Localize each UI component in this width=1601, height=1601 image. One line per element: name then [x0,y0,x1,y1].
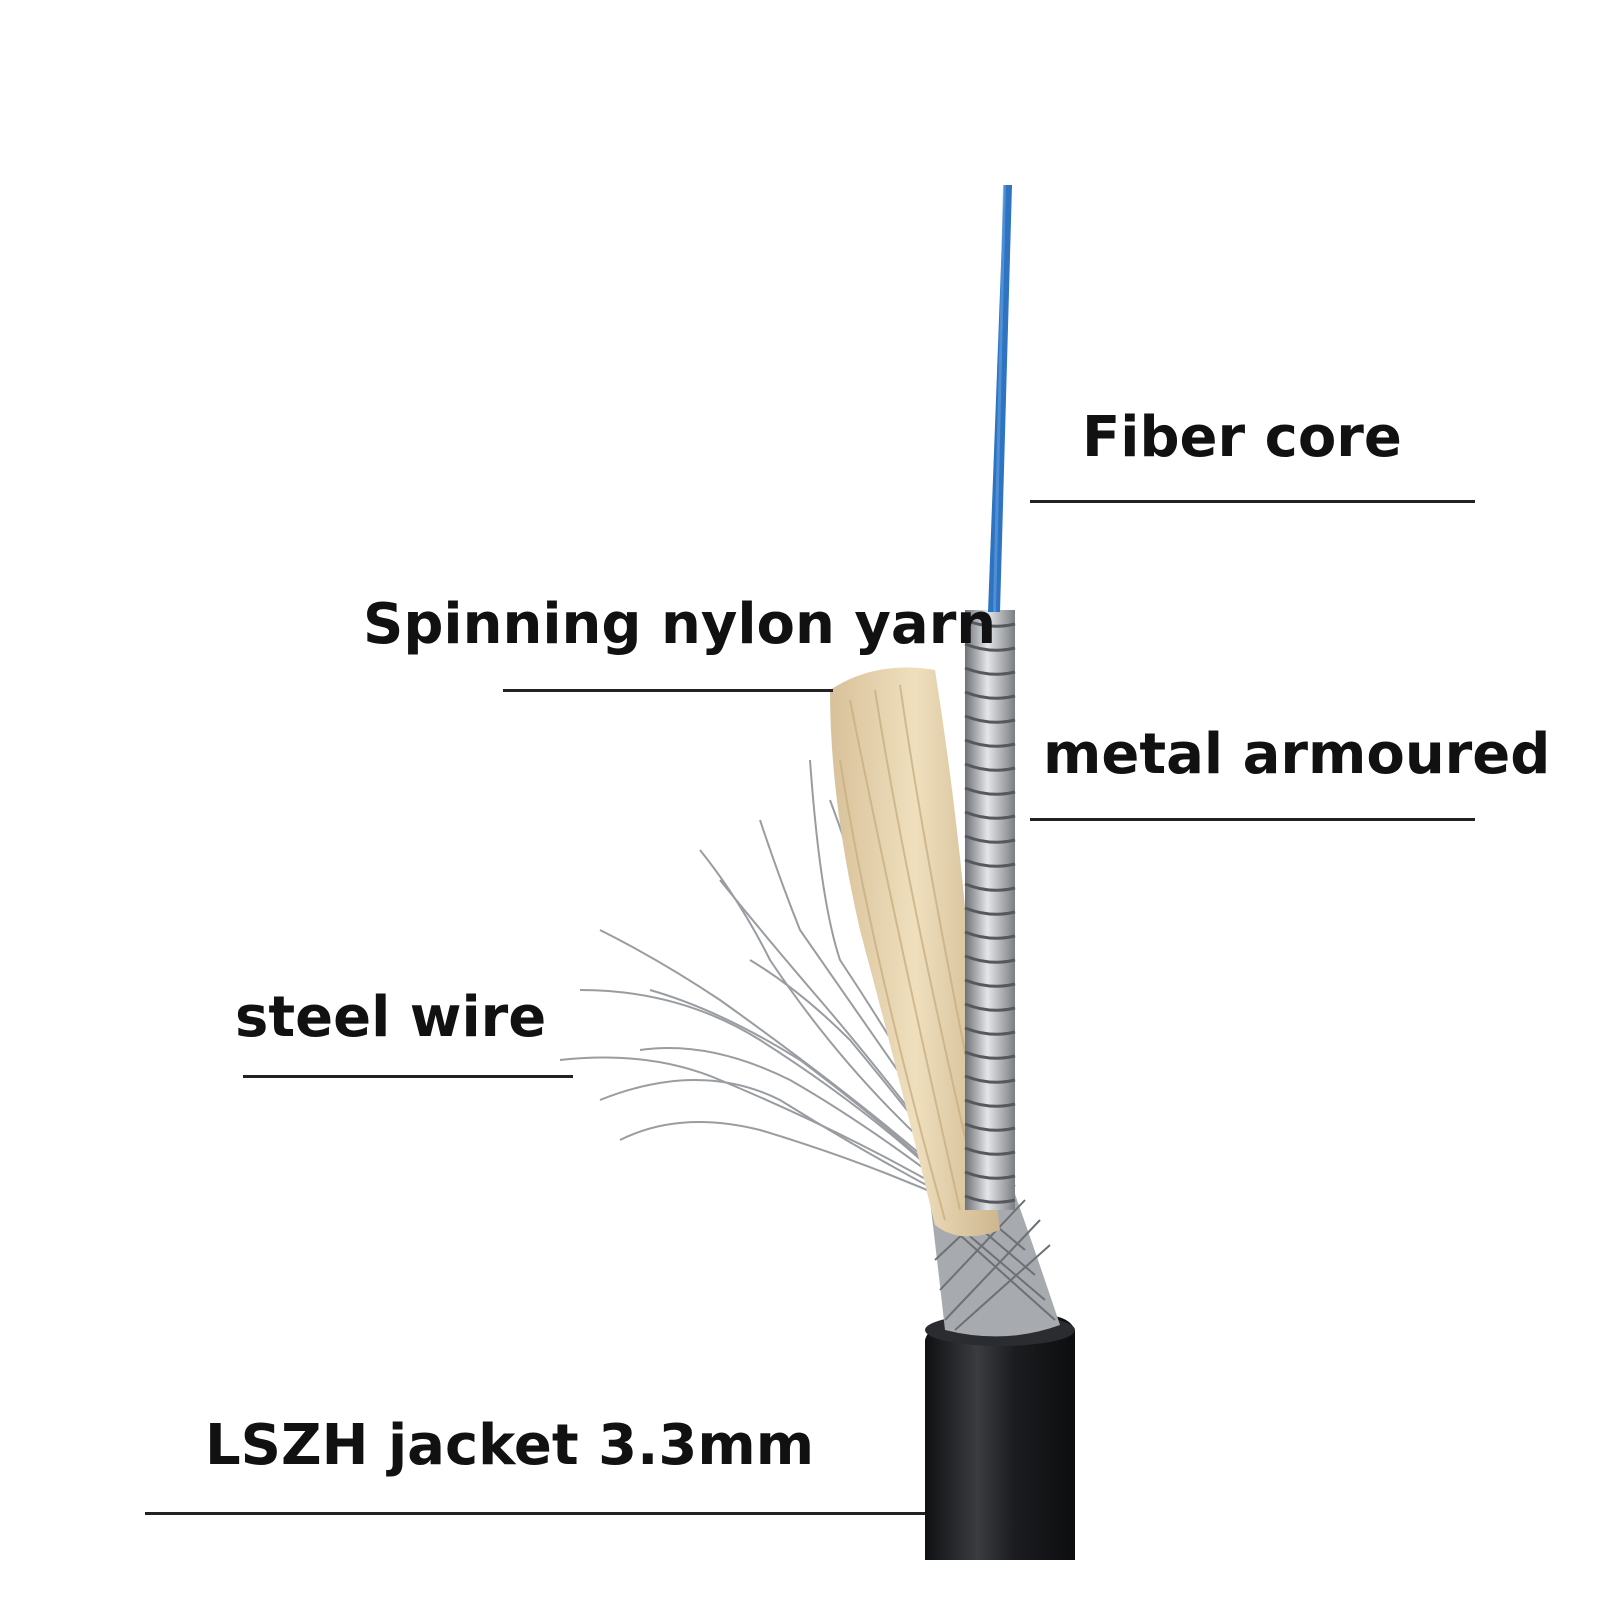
armour-ring [964,762,1016,772]
armour-ring [964,1098,1016,1108]
armour-ring [964,738,1016,748]
metal-armour-shape [964,610,1016,1210]
armour-ring [964,642,1016,652]
jacket-shape [925,1314,1075,1560]
armour-ring [964,1170,1016,1180]
label-nylon-yarn: Spinning nylon yarn [363,592,997,657]
label-steel-wire: steel wire [235,985,547,1050]
leader-metal-armoured [1030,818,1475,821]
armour-ring [964,1026,1016,1036]
armour-ring [964,786,1016,796]
armour-ring [964,906,1016,916]
armour-ring [964,930,1016,940]
armour-ring [964,666,1016,676]
armour-ring [964,858,1016,868]
armour-ring [964,618,1016,628]
armour-ring [964,1050,1016,1060]
armour-ring [964,834,1016,844]
armour-ring [964,1074,1016,1084]
armour-ring [964,882,1016,892]
armour-ring [964,978,1016,988]
fiber-core-shape [988,185,1012,612]
leader-fiber-core [1030,500,1475,503]
label-fiber-core: Fiber core [1082,405,1402,470]
leader-steel-wire [243,1075,573,1078]
armour-ring [964,954,1016,964]
armour-ring [964,690,1016,700]
leader-nylon-yarn [503,689,833,692]
label-jacket: LSZH jacket 3.3mm [205,1413,815,1478]
armour-ring [964,1002,1016,1012]
armour-ring [964,810,1016,820]
label-metal-armoured: metal armoured [1043,722,1551,787]
armour-ring [964,1122,1016,1132]
armour-ring [964,714,1016,724]
leader-jacket [145,1512,925,1515]
armour-ring [964,1146,1016,1156]
armour-ring [964,1194,1016,1204]
